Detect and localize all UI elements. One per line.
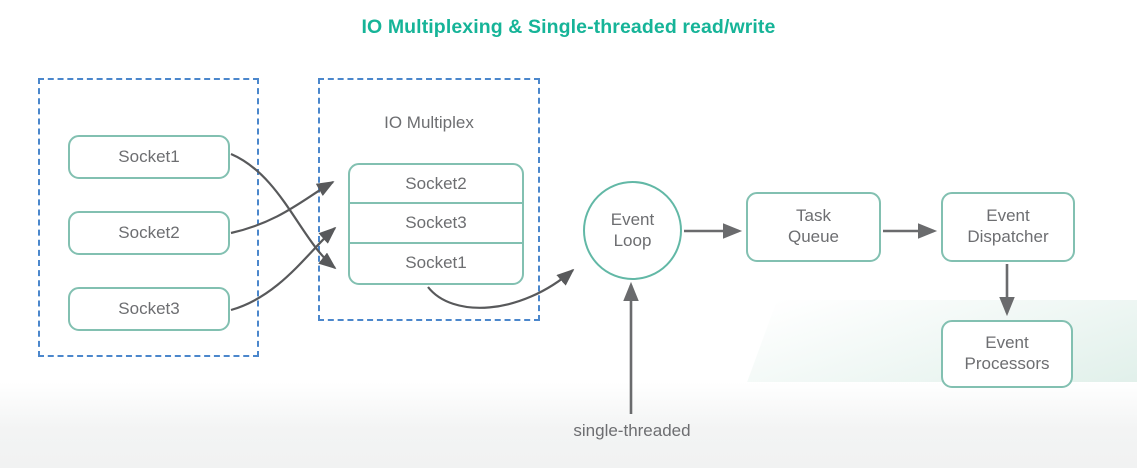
mux-row-socket3[interactable]: Socket3 xyxy=(350,204,522,244)
socket-node-1-label: Socket1 xyxy=(118,146,180,166)
page-title: IO Multiplexing & Single-threaded read/w… xyxy=(361,16,776,38)
io-multiplex-heading: IO Multiplex xyxy=(384,113,474,132)
socket-node-1[interactable]: Socket1 xyxy=(68,135,230,179)
socket-node-3[interactable]: Socket3 xyxy=(68,287,230,331)
mux-row-socket3-label: Socket3 xyxy=(405,212,467,232)
event-dispatcher-node[interactable]: Event Dispatcher xyxy=(941,192,1075,262)
event-processors-label-line1: Event xyxy=(985,333,1029,353)
mux-row-socket2[interactable]: Socket2 xyxy=(350,165,522,205)
event-dispatcher-label-line1: Event xyxy=(986,206,1030,226)
event-loop-label-line2: Loop xyxy=(613,230,652,250)
mux-row-socket1-label: Socket1 xyxy=(405,253,467,273)
event-loop-node[interactable]: Event Loop xyxy=(583,181,682,280)
task-queue-node[interactable]: Task Queue xyxy=(746,192,881,262)
mux-row-socket1[interactable]: Socket1 xyxy=(350,244,522,283)
task-queue-label-line1: Task xyxy=(796,206,831,226)
event-loop-label-line1: Event xyxy=(610,209,655,229)
mux-row-socket2-label: Socket2 xyxy=(405,173,467,193)
single-threaded-label: single-threaded xyxy=(573,421,691,440)
socket-node-2-label: Socket2 xyxy=(118,222,180,242)
event-processors-label-line2: Processors xyxy=(964,354,1050,373)
socket-node-2[interactable]: Socket2 xyxy=(68,211,230,255)
background-band xyxy=(0,382,1137,468)
io-multiplex-stack: Socket2 Socket3 Socket1 xyxy=(348,163,524,285)
event-processors-node[interactable]: Event Processors xyxy=(941,320,1073,388)
task-queue-label-line2: Queue xyxy=(787,227,840,246)
socket-node-3-label: Socket3 xyxy=(118,298,180,318)
event-dispatcher-label-line2: Dispatcher xyxy=(967,227,1049,246)
